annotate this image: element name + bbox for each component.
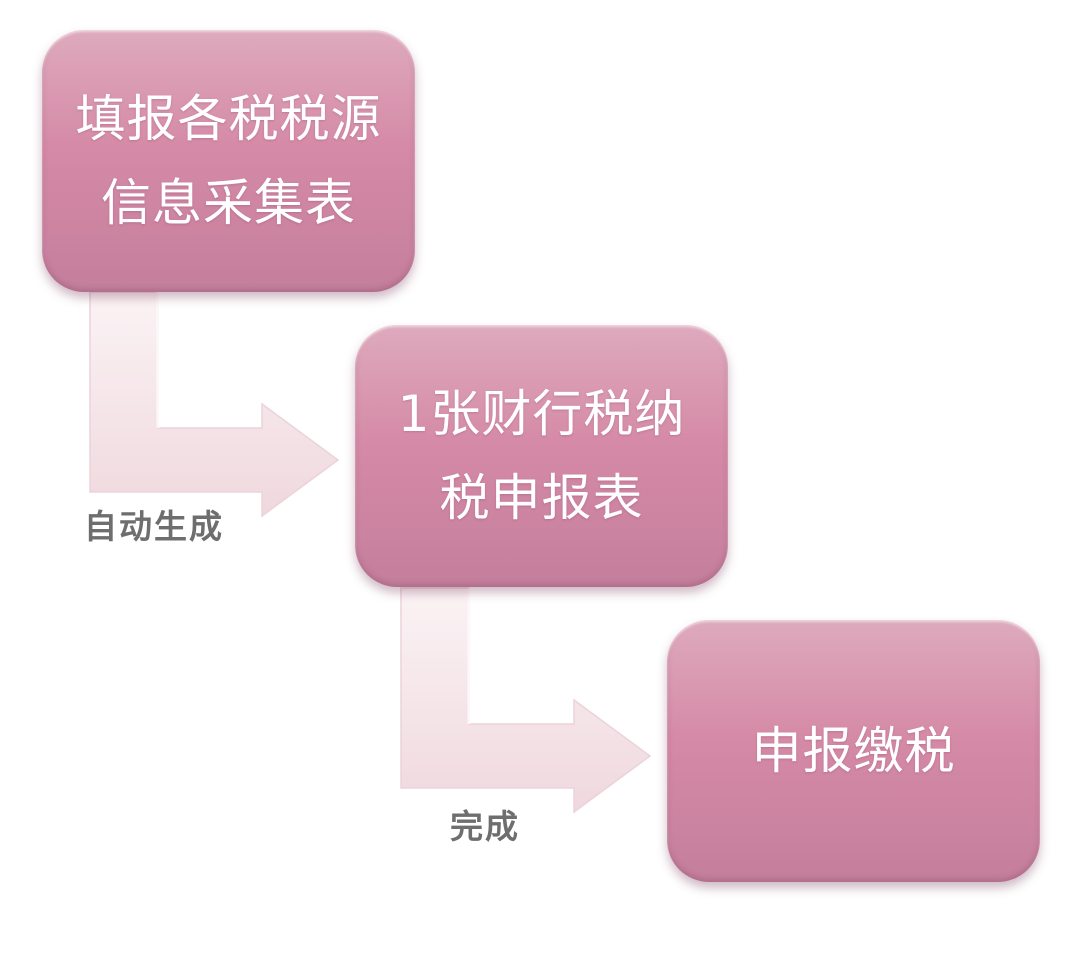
step-2-text: 1张财行税纳 税申报表 [398, 372, 686, 540]
step-2-line-1: 1张财行税纳 [397, 385, 686, 443]
step-1-line-2: 信息采集表 [101, 174, 356, 232]
step-1-text: 填报各税税源 信息采集表 [76, 77, 382, 245]
step-box-2: 1张财行税纳 税申报表 [355, 325, 728, 587]
arrow-label-auto-generate: 自动生成 [84, 507, 224, 546]
arrow-label-complete: 完成 [450, 807, 520, 846]
step-2-line-2: 税申报表 [439, 469, 644, 527]
bent-arrow-1 [89, 291, 340, 518]
bent-arrow-2 [400, 587, 652, 814]
step-3-text: 申报缴税 [752, 709, 956, 793]
step-box-3: 申报缴税 [667, 620, 1040, 882]
step-1-line-1: 填报各税税源 [75, 90, 382, 148]
step-3-line-1: 申报缴税 [751, 722, 956, 780]
step-box-1: 填报各税税源 信息采集表 [42, 30, 415, 292]
